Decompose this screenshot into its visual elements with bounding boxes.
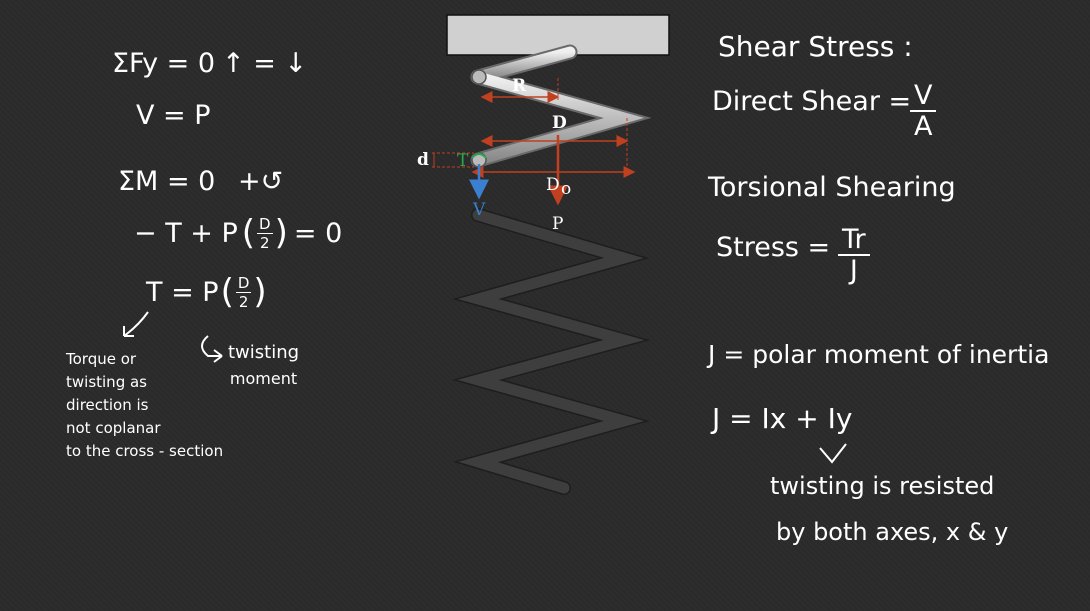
label-v: V (472, 200, 486, 220)
label-do: D (546, 175, 560, 195)
label-p: P (552, 214, 563, 234)
moment-eq-post: = 0 (293, 217, 343, 249)
sum-m-equation: ΣM = 0 (118, 166, 216, 197)
up-equals-down: ↑ = ↓ (222, 48, 308, 79)
torsional-line-1: Torsional Shearing (708, 172, 956, 203)
moment-equation: − T + P ( D 2 ) = 0 (134, 213, 343, 253)
label-t: T (457, 151, 469, 171)
ccw-sign: +↺ (238, 166, 284, 197)
torque-symbol (471, 153, 487, 159)
label-do-sub: o (561, 179, 571, 199)
label-d-mean: D (552, 113, 567, 133)
torsional-fraction: Tr J (838, 225, 870, 286)
label-wire-d: d (417, 150, 429, 170)
sum-fy-equation: ΣFy = 0 (112, 48, 216, 79)
torque-note: Torque or twisting as direction is not c… (66, 350, 224, 460)
twisting-moment-note: twisting moment (228, 342, 300, 388)
d-over-2-fraction-2: D 2 (235, 273, 252, 311)
t-eq-pre: T = P (146, 276, 219, 308)
direct-shear-label: Direct Shear = (712, 86, 912, 117)
moment-eq-pre: − T + P (134, 217, 238, 249)
d-over-2-fraction: D 2 (257, 214, 273, 252)
label-r: R (512, 76, 527, 96)
wire-cross-section-top (471, 69, 487, 85)
resisted-line-1: twisting is resisted (770, 472, 995, 500)
direct-shear-fraction: V A (910, 81, 937, 142)
resisted-line-2: by both axes, x & y (776, 518, 1009, 546)
v-equals-p: V = P (136, 100, 211, 131)
torque-equation: T = P ( D 2 ) (146, 272, 267, 312)
j-definition: J = polar moment of inertia (708, 340, 1050, 369)
shear-stress-title: Shear Stress : (718, 30, 913, 63)
torsional-line-2: Stress = (716, 232, 831, 263)
j-equation: J = Ix + Iy (712, 402, 853, 435)
